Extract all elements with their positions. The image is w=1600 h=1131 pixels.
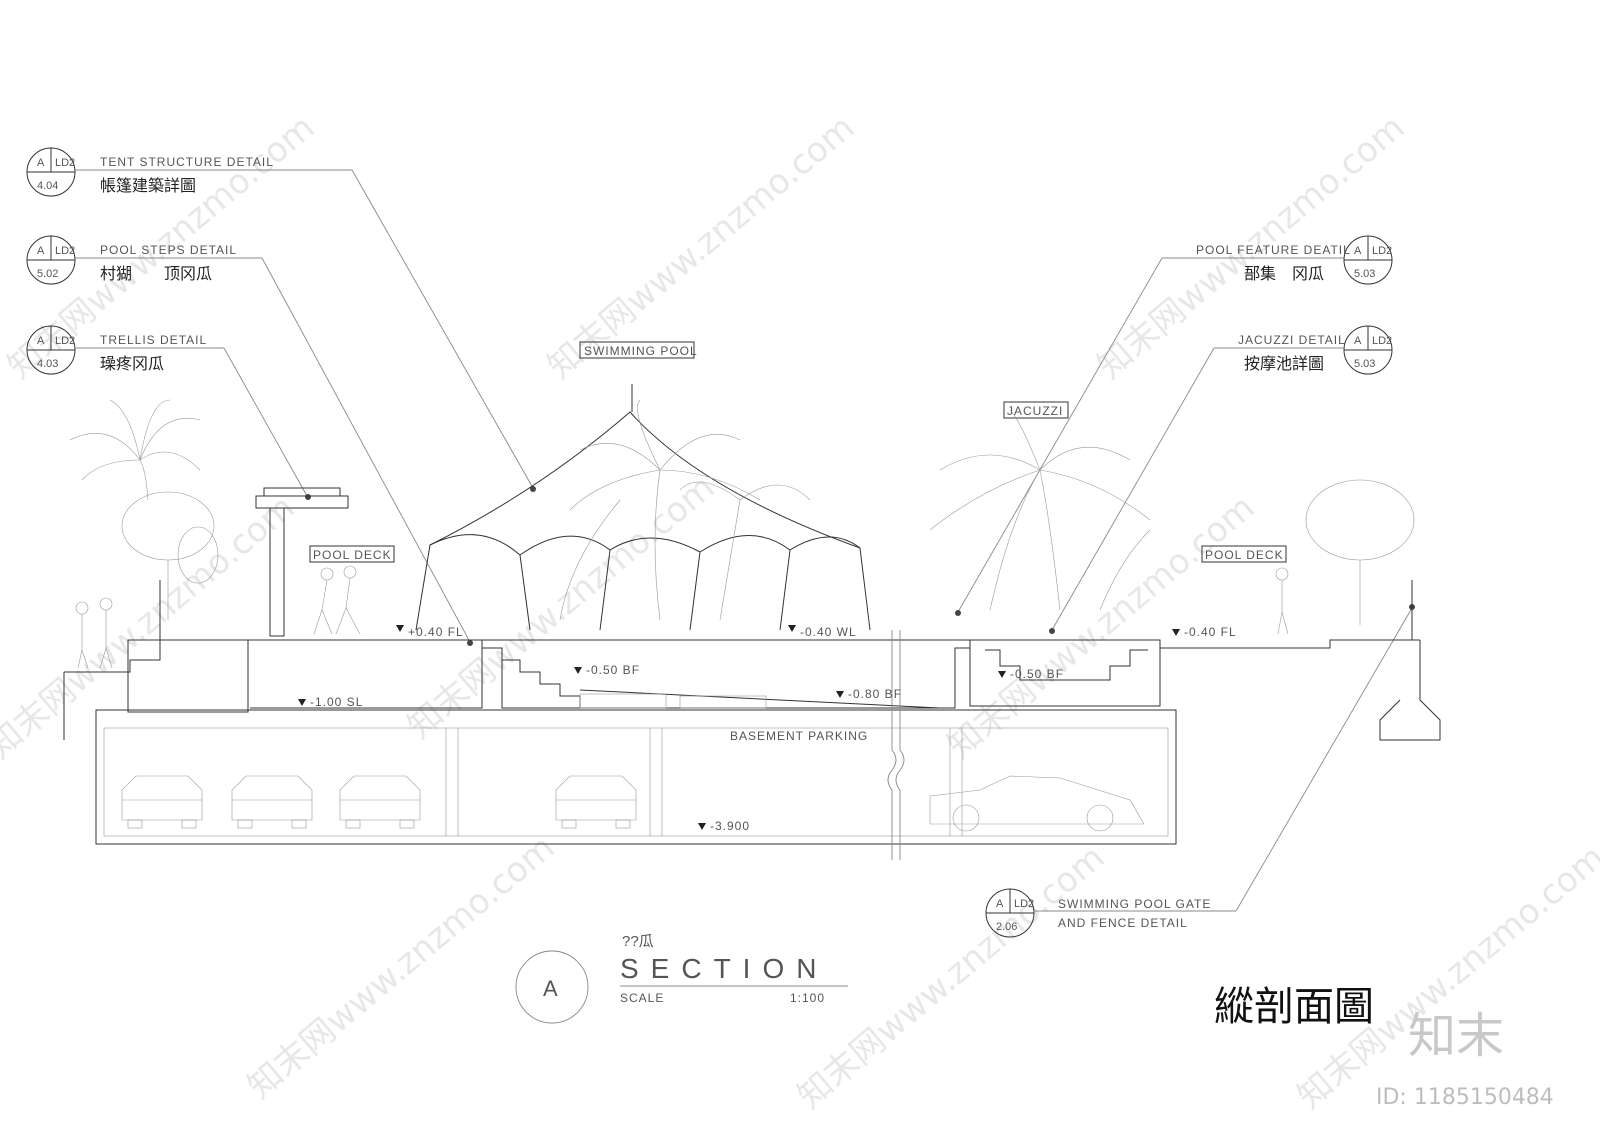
level-bf-jacuzzi: -0.50 BF bbox=[1010, 667, 1064, 681]
callout-sheet: LD2 bbox=[1014, 898, 1034, 910]
callout-en-label: JACUZZI DETAIL bbox=[1238, 333, 1346, 347]
area-label-jacuzzi: JACUZZI bbox=[1003, 401, 1069, 419]
basement-parking-label: BASEMENT PARKING bbox=[730, 729, 868, 743]
callout-pool-steps[interactable]: A LD2 5.02 POOL STEPS DETAIL 村猢 顶冈瓜 bbox=[26, 235, 473, 646]
callout-sheet: LD2 bbox=[1372, 335, 1392, 347]
callout-en-label: POOL STEPS DETAIL bbox=[100, 243, 237, 257]
callout-trellis[interactable]: A LD2 4.03 TRELLIS DETAIL 璪疼冈瓜 bbox=[26, 325, 311, 500]
area-label-swimming-pool: SWIMMING POOL bbox=[579, 341, 698, 359]
swimming-pool-label: SWIMMING POOL bbox=[584, 344, 698, 358]
callout-number: 5.03 bbox=[1354, 268, 1375, 280]
callout-letter: A bbox=[1354, 245, 1362, 257]
level-sl: -1.00 SL bbox=[310, 695, 363, 709]
callout-sheet: LD2 bbox=[55, 335, 75, 347]
section-title: SECTION bbox=[620, 953, 828, 984]
callout-number: 4.04 bbox=[37, 180, 58, 192]
image-id-label: ID: 1185150484 bbox=[1376, 1085, 1554, 1110]
callout-en-label: SWIMMING POOL GATE bbox=[1058, 897, 1211, 911]
person-right bbox=[1275, 567, 1289, 635]
callout-number: 5.03 bbox=[1354, 358, 1375, 370]
callout-letter: A bbox=[37, 157, 45, 169]
callout-en-label: POOL FEATURE DEATIL bbox=[1196, 243, 1351, 257]
car-4 bbox=[555, 775, 637, 829]
brand-logo: 知末 bbox=[1408, 1008, 1504, 1064]
section-marker: A bbox=[543, 976, 558, 1001]
watermark: 知末网www.znzmo.com bbox=[1290, 837, 1600, 1116]
car-2 bbox=[231, 775, 313, 829]
callout-letter: A bbox=[37, 245, 45, 257]
car-1 bbox=[121, 775, 203, 829]
callout-tent[interactable]: A LD2 4.04 TENT STRUCTURE DETAIL 帳篷建築詳圖 bbox=[26, 147, 536, 492]
sports-car bbox=[929, 775, 1145, 832]
area-label-pool-deck-right: POOL DECK bbox=[1201, 545, 1287, 563]
scale-label: SCALE bbox=[620, 991, 664, 1005]
people-deck bbox=[313, 565, 361, 635]
pool-deck-right-label: POOL DECK bbox=[1205, 548, 1284, 562]
callout-cn-label: 村猢 顶冈瓜 bbox=[100, 265, 212, 283]
people-left bbox=[75, 597, 113, 669]
callout-number: 4.03 bbox=[37, 358, 58, 370]
area-label-pool-deck-left: POOL DECK bbox=[309, 545, 395, 563]
callout-cn-label: 帳篷建築詳圖 bbox=[100, 176, 196, 195]
level-bf-deep: -0.80 BF bbox=[848, 687, 902, 701]
level-bf-pool: -0.50 BF bbox=[586, 663, 640, 677]
callout-number: 5.02 bbox=[37, 268, 58, 280]
callout-jacuzzi[interactable]: A LD2 5.03 JACUZZI DETAIL 按摩池詳圖 bbox=[1049, 325, 1393, 634]
callout-letter: A bbox=[37, 335, 45, 347]
level-wl: -0.40 WL bbox=[800, 625, 857, 639]
round-tree-left bbox=[121, 491, 219, 620]
level-fl-right: -0.40 FL bbox=[1184, 625, 1237, 639]
callout-number: 2.06 bbox=[996, 921, 1017, 933]
callout-sheet: LD2 bbox=[1372, 245, 1392, 257]
callout-cn-label: 璪疼冈瓜 bbox=[100, 355, 164, 373]
watermark: 知末网www.znzmo.com bbox=[400, 467, 722, 746]
jacuzzi-label: JACUZZI bbox=[1007, 404, 1063, 418]
callout-en-label: TENT STRUCTURE DETAIL bbox=[100, 155, 274, 169]
palm-trees-pool bbox=[559, 399, 811, 621]
scale-value: 1:100 bbox=[790, 991, 825, 1005]
watermark: 知末网www.znzmo.com bbox=[790, 837, 1112, 1116]
callout-sheet: LD2 bbox=[55, 157, 75, 169]
watermark: 知末网www.znzmo.com bbox=[0, 487, 302, 766]
section-title-block: A ??瓜 SECTION SCALE 1:100 bbox=[515, 933, 848, 1024]
pool-deck-left-label: POOL DECK bbox=[313, 548, 392, 562]
palm-tree-left bbox=[69, 399, 201, 501]
tent-structure bbox=[415, 384, 871, 631]
callout-en-label: TRELLIS DETAIL bbox=[100, 333, 207, 347]
callout-cn-label: 按摩池詳圖 bbox=[1244, 355, 1324, 373]
car-3 bbox=[339, 775, 421, 829]
callout-cn-label: 郚集 冈瓜 bbox=[1244, 265, 1324, 283]
section-garbled-label: ??瓜 bbox=[622, 933, 654, 950]
callout-pool-feature[interactable]: A LD2 5.03 POOL FEATURE DEATIL 郚集 冈瓜 bbox=[955, 235, 1393, 616]
callout-sheet: LD2 bbox=[55, 245, 75, 257]
level-basement: -3.900 bbox=[710, 819, 750, 833]
chinese-title: 縱剖面圖 bbox=[1214, 984, 1374, 1030]
round-tree-right bbox=[1305, 479, 1415, 625]
section-structure bbox=[63, 580, 1441, 860]
callout-letter: A bbox=[996, 898, 1004, 910]
callout-en-label-2: AND FENCE DETAIL bbox=[1058, 916, 1188, 930]
level-fl-left: +0.40 FL bbox=[408, 625, 464, 639]
watermark: 知末网www.znzmo.com bbox=[240, 827, 562, 1106]
trellis bbox=[255, 487, 349, 637]
callout-gate-fence[interactable]: A LD2 2.06 SWIMMING POOL GATE AND FENCE … bbox=[985, 604, 1415, 938]
callout-letter: A bbox=[1354, 335, 1362, 347]
level-markers: +0.40 FL -0.40 WL -0.50 BF -0.80 BF -1.0… bbox=[298, 625, 1237, 833]
palm-trees-jacuzzi bbox=[929, 409, 1151, 611]
